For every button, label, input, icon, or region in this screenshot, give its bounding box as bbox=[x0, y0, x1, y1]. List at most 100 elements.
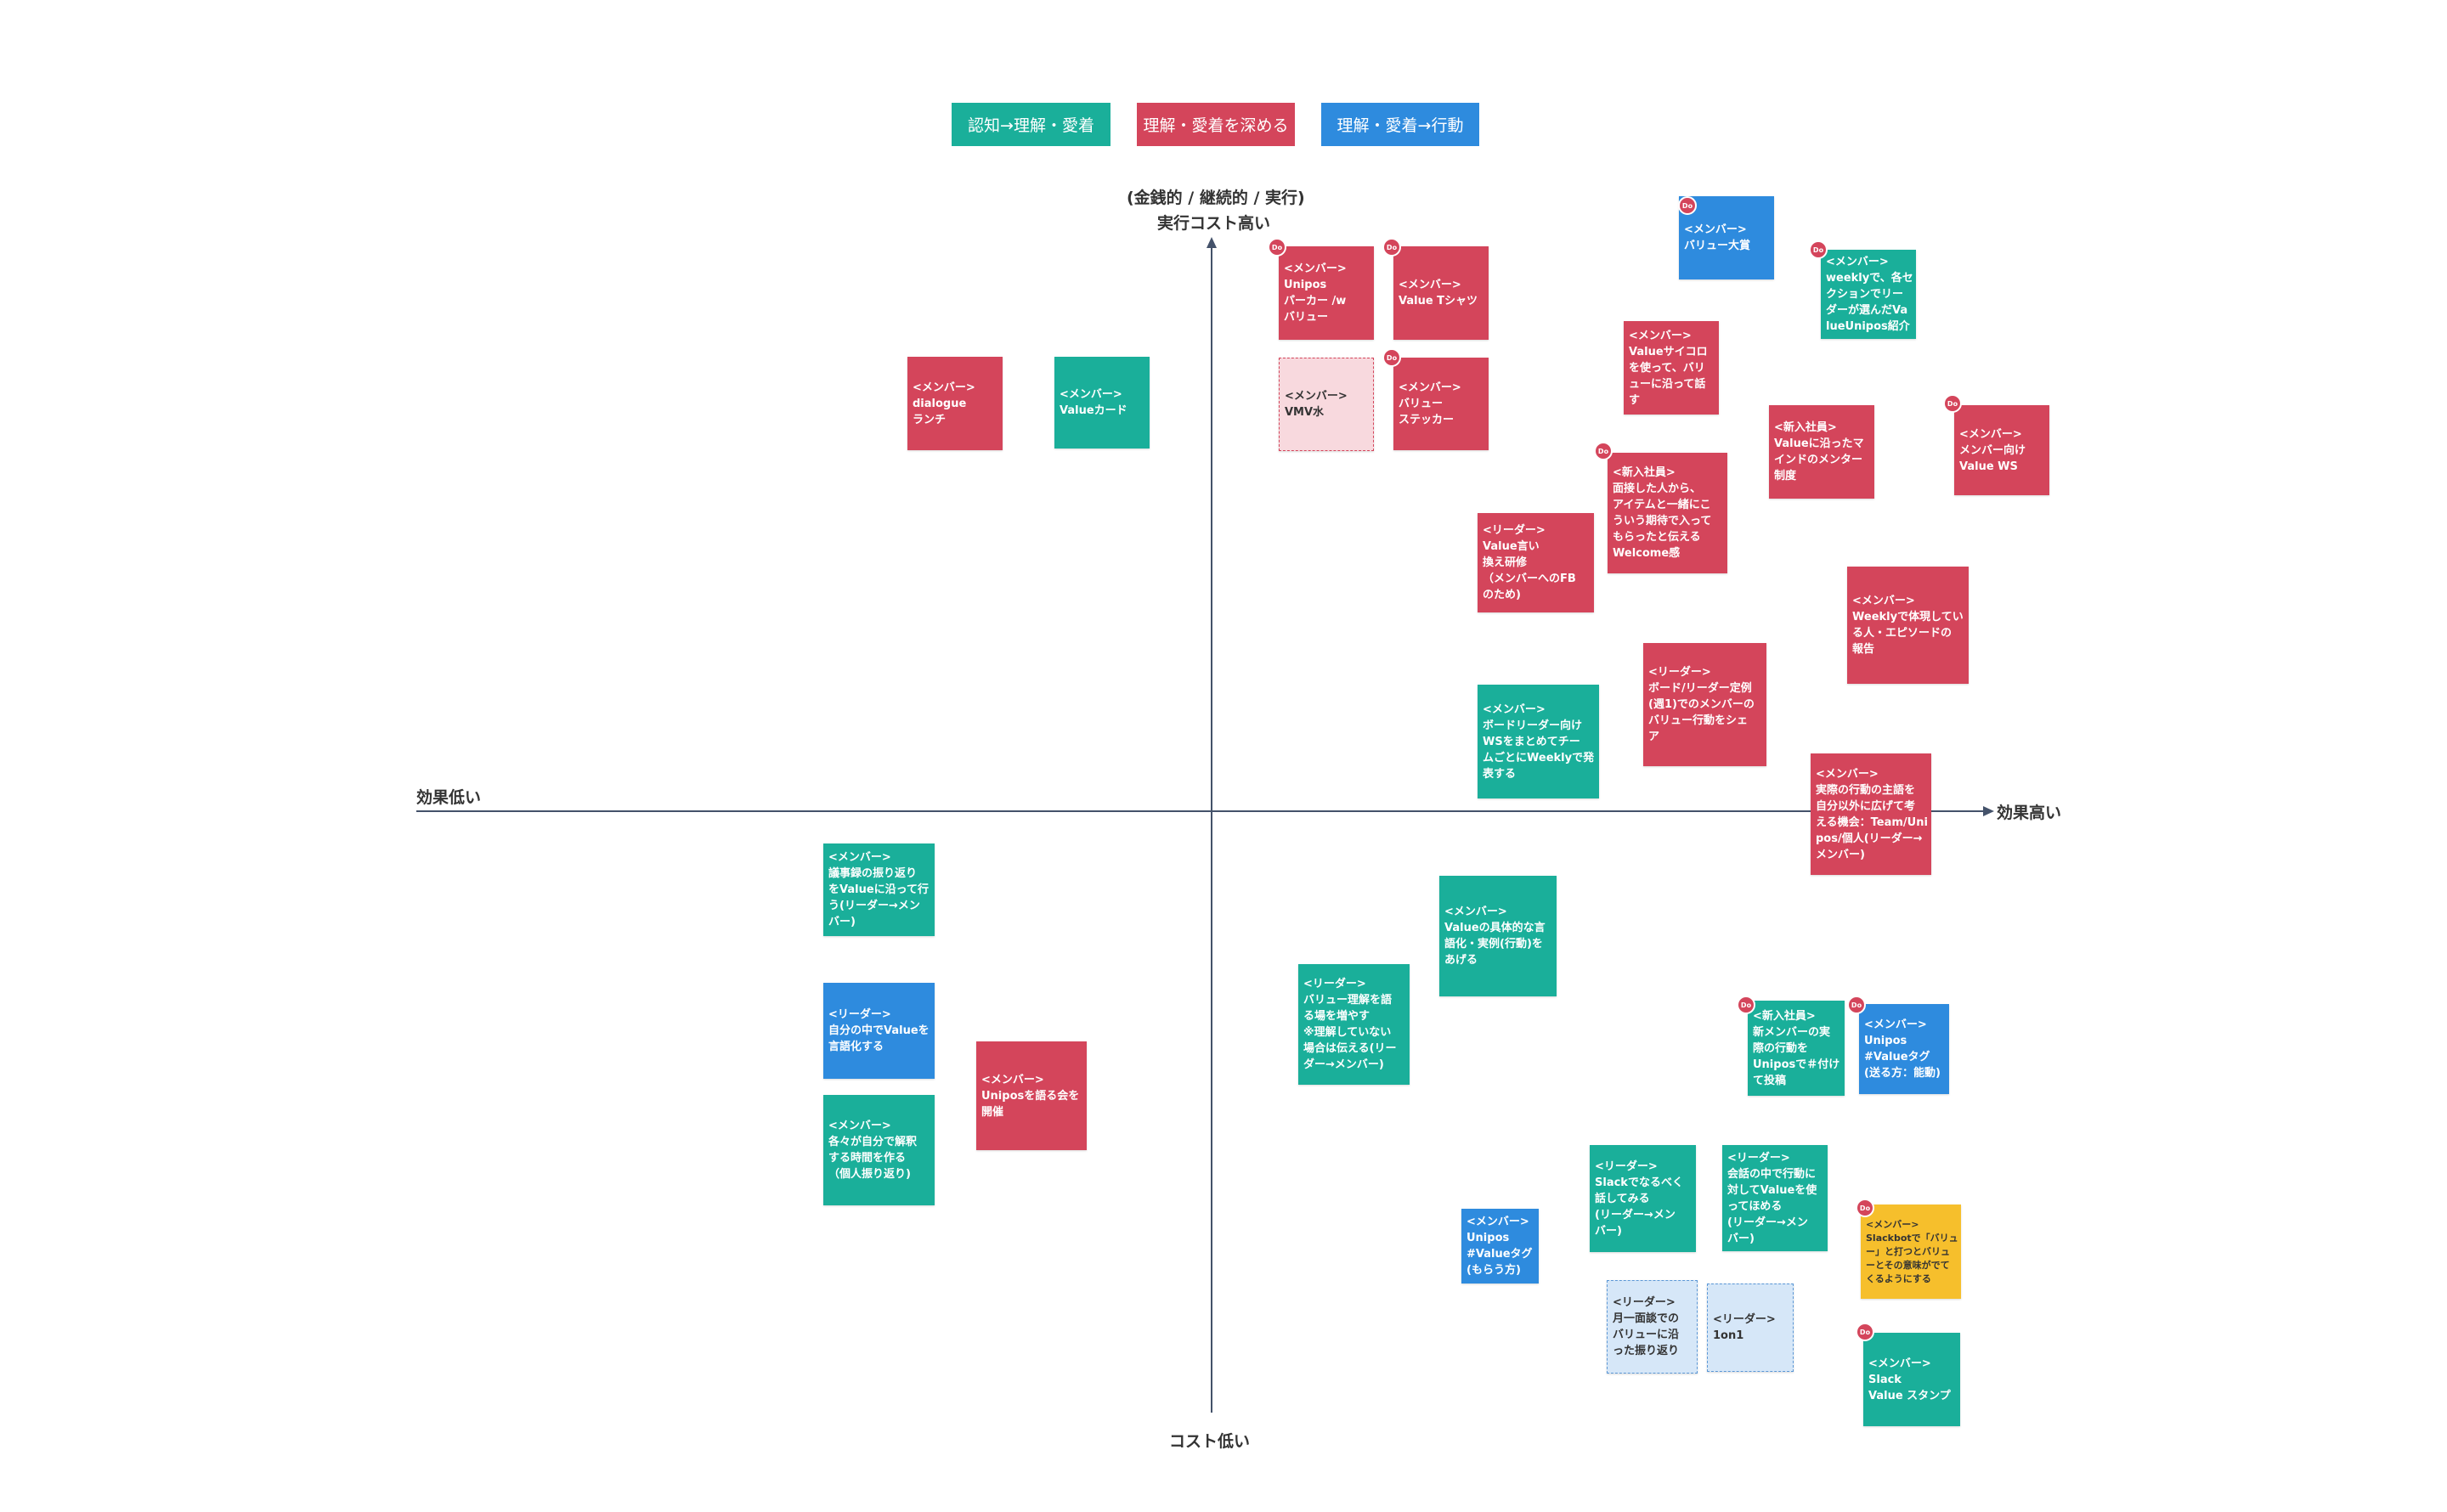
note-1on1[interactable]: <リーダー>1on1 bbox=[1707, 1284, 1794, 1372]
note-text-line: <メンバー> bbox=[828, 851, 891, 864]
note-text-line: バリュー行動をシェ bbox=[1648, 714, 1749, 727]
note-text-line: #Valueタグ bbox=[1864, 1051, 1930, 1063]
note-weekly-episode-report[interactable]: <メンバー>Weeklyで体現している人・エピソードの報告 bbox=[1847, 567, 1969, 684]
note-board-leader-share[interactable]: <リーダー>ボード/リーダー定例(週1)でのメンバーのバリュー行動をシェア bbox=[1643, 643, 1766, 766]
note-value-dice[interactable]: <メンバー>Valueサイコロを使って、バリューに沿って話す bbox=[1624, 321, 1719, 415]
note-text-line: Unipos bbox=[1284, 279, 1327, 291]
note-text-line: る場を増やす bbox=[1303, 1010, 1370, 1023]
note-text-line: バー) bbox=[1727, 1232, 1755, 1245]
note-text-line: Value Tシャツ bbox=[1399, 295, 1478, 307]
note-text-line: <リーダー> bbox=[1483, 524, 1546, 537]
note-text-line: える機会：Team/Uni bbox=[1816, 815, 1928, 829]
note-text-line: lueUnipos紹介 bbox=[1826, 320, 1910, 333]
note-minutes-review[interactable]: <メンバー>議事録の振り返りをValueに沿って行う(リーダー→メンバー) bbox=[823, 843, 935, 936]
note-text-line: <メンバー> bbox=[1444, 906, 1507, 918]
note-text-line: す bbox=[1629, 393, 1641, 407]
note-text-line: 新メンバーの実 bbox=[1753, 1025, 1831, 1039]
note-text-line: Uniposを語る会を bbox=[981, 1089, 1080, 1103]
note-value-card[interactable]: <メンバー>Valueカード bbox=[1054, 357, 1150, 449]
note-unipos-value-tag-send[interactable]: <メンバー>Unipos#Valueタグ(送る方：能動) bbox=[1859, 1004, 1949, 1094]
note-text-line: 換え研修 bbox=[1483, 556, 1528, 569]
note-value-sticker[interactable]: <メンバー> バリューステッカー bbox=[1393, 358, 1489, 450]
note-text-line: 言語化する bbox=[828, 1041, 884, 1053]
note-text-line: 対してValueを使 bbox=[1727, 1183, 1817, 1197]
note-monthly-interview[interactable]: <リーダー>月一面談でのバリューに沿った振り返り bbox=[1607, 1280, 1698, 1374]
note-text-line: Welcome感 bbox=[1613, 547, 1681, 560]
note-praise-with-value[interactable]: <リーダー>会話の中で行動に対してValueを使ってほめる(リーダー→メンバー) bbox=[1722, 1145, 1828, 1251]
note-mentor-system[interactable]: <新入社員>Valueに沿ったマインドのメンター制度 bbox=[1769, 405, 1874, 499]
note-text-line: ューに沿って話 bbox=[1629, 377, 1706, 391]
note-text-line: もらったと伝える bbox=[1613, 531, 1701, 544]
note-text-line: Value言い bbox=[1483, 540, 1540, 553]
note-text-line: <メンバー> bbox=[1684, 223, 1747, 236]
note-text-line: <メンバー> bbox=[1483, 702, 1546, 716]
note-text-line: <新入社員> bbox=[1753, 1009, 1816, 1023]
note-value-tshirt[interactable]: <メンバー>Value Tシャツ bbox=[1393, 246, 1489, 340]
note-text-line: アイテムと一緒にこ bbox=[1613, 499, 1711, 511]
note-vmv-water[interactable]: <メンバー>VMV水 bbox=[1279, 358, 1374, 451]
note-text-line: バリュー bbox=[1399, 398, 1444, 410]
note-text-line: る人・エピソードの bbox=[1852, 627, 1953, 640]
note-value-verbalize-examples[interactable]: <メンバー>Valueの具体的な言語化・実例(行動)をあげる bbox=[1439, 876, 1557, 996]
note-text-line: 月一面談での bbox=[1613, 1312, 1680, 1325]
note-text-line: 自分以外に広げて考 bbox=[1816, 799, 1916, 813]
note-self-reflection-time[interactable]: <メンバー>各々が自分で解釈する時間を作る（個人振り返り) bbox=[823, 1095, 935, 1205]
note-text-line: バー) bbox=[1595, 1224, 1622, 1238]
note-text-line: バリュー大賞 bbox=[1684, 240, 1751, 252]
note-value-understanding-place[interactable]: <リーダー>バリュー理解を語る場を増やす※理解していない場合は伝える(リーダー→… bbox=[1298, 964, 1410, 1085]
do-badge: Do bbox=[1678, 196, 1697, 215]
note-text-line: 各々が自分で解釈 bbox=[828, 1136, 918, 1148]
note-text-line: pos/個人(リーダー→ bbox=[1816, 832, 1923, 845]
note-text-line: Value WS bbox=[1959, 460, 2018, 473]
note-text-line: <新入社員> bbox=[1613, 466, 1676, 479]
note-unipos-value-tag-receive[interactable]: <メンバー>Unipos#Valueタグ(もらう方) bbox=[1461, 1209, 1539, 1284]
note-text-line: 場合は伝える(リー bbox=[1303, 1042, 1397, 1055]
note-text-line: Slack bbox=[1868, 1373, 1902, 1386]
do-badge: Do bbox=[1847, 996, 1866, 1014]
note-text-line: <メンバー> bbox=[913, 381, 975, 394]
do-badge: Do bbox=[1809, 240, 1828, 259]
note-text-line: <メンバー> bbox=[1826, 256, 1889, 268]
note-text-line: <メンバー> bbox=[1959, 427, 2022, 441]
note-leader-verbalize-value[interactable]: <リーダー>自分の中でValueを言語化する bbox=[823, 983, 935, 1079]
note-text-line: <メンバー> bbox=[1868, 1357, 1931, 1370]
note-text-line: Uniposで＃付け bbox=[1753, 1058, 1840, 1071]
note-text-line: った振り返り bbox=[1613, 1345, 1680, 1357]
legend-action: 理解・愛着→行動 bbox=[1321, 103, 1479, 146]
note-text-line: <メンバー> bbox=[828, 1120, 891, 1132]
note-text-line: のため) bbox=[1483, 589, 1521, 601]
note-welcome[interactable]: <新入社員>面接した人から、アイテムと一緒にこういう期待で入ってもらったと伝える… bbox=[1608, 453, 1727, 573]
axis-top-label: 実行コスト高い bbox=[1157, 214, 1271, 233]
note-text-line: て投稿 bbox=[1753, 1074, 1787, 1087]
note-text-line: 開催 bbox=[981, 1105, 1004, 1119]
note-text-line: 語化・実例(行動)を bbox=[1444, 938, 1543, 951]
note-text-line: ※理解していない bbox=[1303, 1026, 1392, 1039]
note-text-line: (送る方：能動) bbox=[1864, 1067, 1941, 1080]
do-badge: Do bbox=[1737, 996, 1755, 1014]
note-text-line: ボード/リーダー定例 bbox=[1648, 682, 1752, 695]
do-badge: Do bbox=[1382, 238, 1401, 257]
note-unipos-talk-meeting[interactable]: <メンバー>Uniposを語る会を開催 bbox=[976, 1041, 1087, 1150]
note-text-line: dialogue bbox=[913, 397, 967, 410]
note-slack-talk[interactable]: <リーダー>Slackでなるべく話してみる(リーダー→メンバー) bbox=[1590, 1145, 1696, 1252]
note-text-line: パーカー /w bbox=[1284, 295, 1347, 307]
note-text-line: <メンバー> bbox=[1399, 381, 1461, 394]
note-text-line: ステッカー bbox=[1399, 414, 1455, 426]
note-slackbot-value[interactable]: <メンバー>Slackbotで「バリュー」と打つとバリューとその意味がでてくるよ… bbox=[1861, 1205, 1961, 1299]
note-text-line: インドのメンター bbox=[1774, 454, 1863, 466]
note-text-line: 自分の中でValueを bbox=[828, 1024, 930, 1037]
note-text-line: あげる bbox=[1444, 954, 1478, 967]
note-text-line: VMV水 bbox=[1285, 406, 1325, 419]
note-text-line: Unipos bbox=[1864, 1035, 1907, 1047]
axis-top-sublabel: (金銭的 / 継続的 / 実行) bbox=[1127, 189, 1305, 207]
